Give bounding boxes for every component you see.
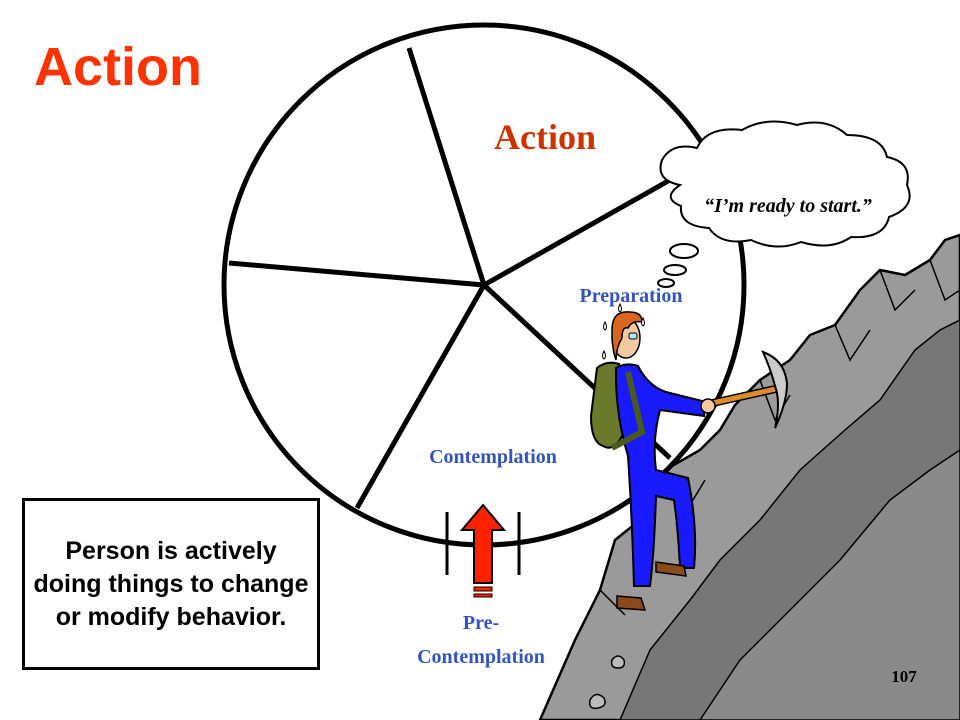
page-number: 107 <box>891 667 917 686</box>
thought-bubble <box>657 120 911 288</box>
wheel-divider <box>354 283 487 510</box>
segment-label-preparation: Preparation <box>580 285 683 307</box>
segment-label-precontemplation-line1: Pre- <box>463 612 499 634</box>
description-box: Person is actively doing things to chang… <box>22 498 320 670</box>
wheel-divider <box>482 160 702 288</box>
cliff <box>538 233 960 720</box>
slide-title: Action <box>34 37 202 97</box>
entry-arrow-icon <box>445 503 521 598</box>
segment-label-action: Action <box>494 117 596 157</box>
description-text: Person is actively doing things to chang… <box>33 536 309 631</box>
thought-bubble-text: “I’m ready to start.” <box>704 195 872 217</box>
segment-label-precontemplation-line2: Contemplation <box>417 646 545 668</box>
climber-figure <box>589 302 789 611</box>
segment-label-contemplation: Contemplation <box>429 446 557 468</box>
wheel-divider <box>228 260 485 288</box>
wheel-divider <box>406 47 487 286</box>
